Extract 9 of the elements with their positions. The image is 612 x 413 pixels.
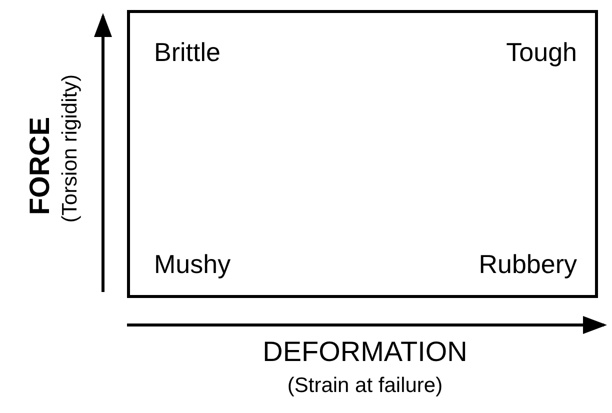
quadrant-label: Mushy: [154, 251, 231, 277]
axis-label: FORCE: [26, 116, 54, 217]
quadrant-label: Rubbery: [478, 251, 577, 277]
axis-label: (Strain at failure): [286, 375, 444, 396]
quadrant-box: [127, 10, 598, 298]
axis-label: (Torsion rigidity): [60, 73, 80, 225]
quadrant-label: Brittle: [154, 39, 220, 65]
quadrant-label: Tough: [506, 39, 577, 65]
axis-label: DEFORMATION: [262, 338, 468, 366]
